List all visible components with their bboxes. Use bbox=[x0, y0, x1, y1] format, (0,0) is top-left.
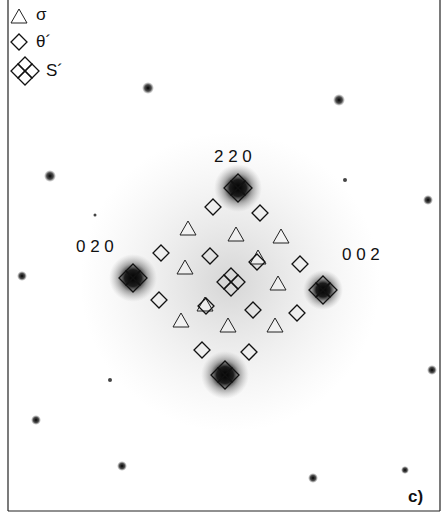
panel-letter: c) bbox=[408, 488, 423, 505]
miller-index: 0 2 0 bbox=[76, 238, 114, 255]
legend-text: θ´ bbox=[36, 33, 51, 50]
miller-index: 0 0 2 bbox=[342, 246, 380, 263]
miller-index: 2 2 0 bbox=[214, 148, 252, 165]
legend-text: σ bbox=[36, 6, 47, 23]
legend-text: S´ bbox=[46, 62, 63, 79]
